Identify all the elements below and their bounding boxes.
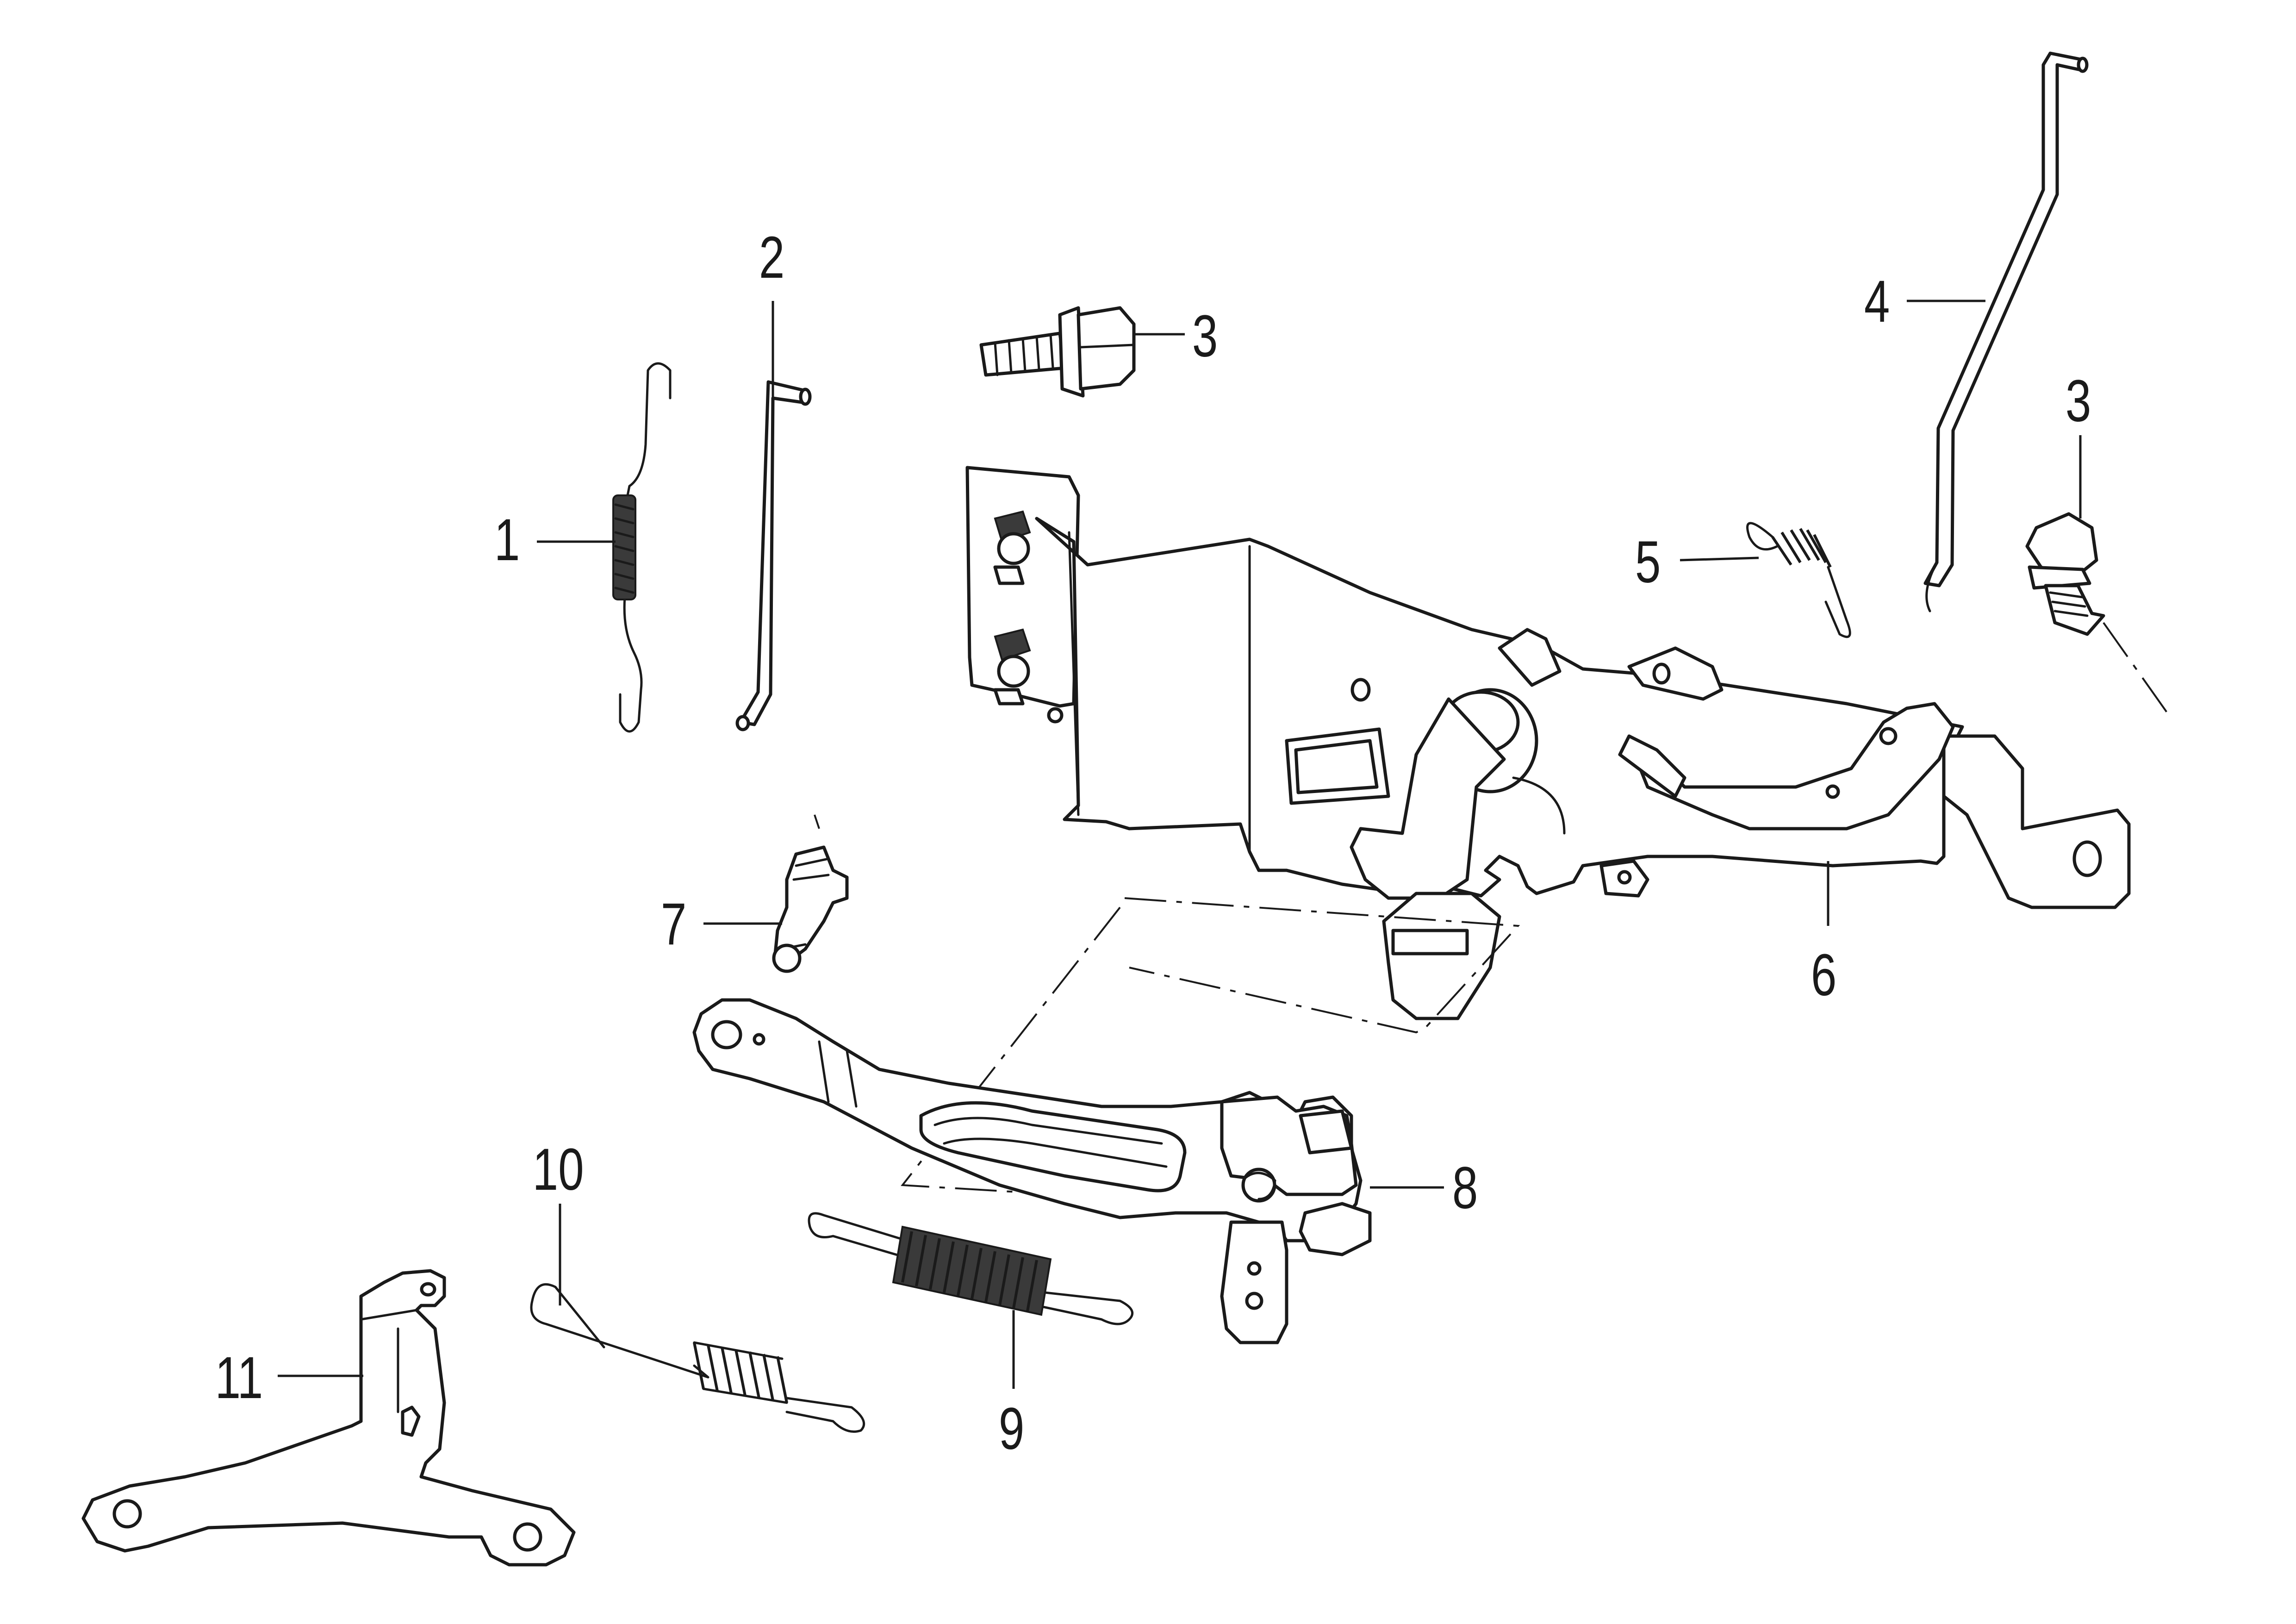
part-10-governor-spring-long — [530, 1283, 865, 1433]
callout-8: 8 — [1452, 1155, 1478, 1221]
callout-2: 2 — [759, 225, 785, 291]
part-3-flange-bolt-upper — [979, 306, 1136, 398]
part-7-cable-clamp — [772, 845, 849, 973]
part-11-mounting-bracket — [81, 1269, 576, 1567]
callout-3-upper: 3 — [1192, 303, 1218, 369]
callout-6: 6 — [1811, 942, 1837, 1008]
part-6-control-bracket — [965, 466, 2131, 1020]
part-9-large-spring — [808, 1212, 1134, 1325]
part-1-governor-spring — [612, 362, 672, 733]
callout-9: 9 — [999, 1396, 1025, 1462]
callout-7: 7 — [661, 891, 687, 957]
callout-4: 4 — [1864, 269, 1890, 335]
part-8-control-lever — [692, 998, 1372, 1344]
callout-1: 1 — [494, 507, 520, 573]
part-3-flange-bolt-right — [2025, 512, 2172, 718]
callout-3-right: 3 — [2066, 368, 2091, 434]
part-2-governor-rod — [735, 380, 812, 731]
callout-labels: 1 2 3 3 4 5 6 7 8 9 10 11 — [215, 225, 2091, 1462]
leader-lines — [278, 300, 2082, 1389]
part-4-throttle-rod — [1923, 51, 2089, 612]
callout-5: 5 — [1635, 529, 1661, 595]
callout-10: 10 — [533, 1137, 584, 1203]
part-5-small-spring — [1746, 522, 1851, 638]
callout-11: 11 — [215, 1345, 263, 1411]
leader-5 — [1680, 556, 1759, 562]
